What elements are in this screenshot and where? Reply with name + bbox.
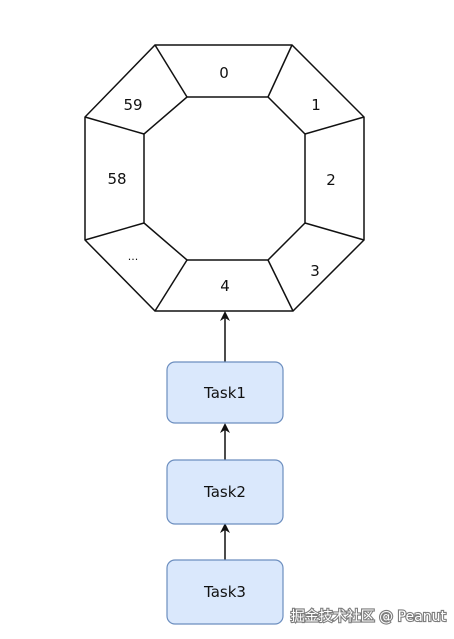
wheel-spoke [84,222,145,241]
wheel-spoke [154,259,188,312]
wheel-outer-octagon [84,44,365,312]
task-node-2: Task2 [166,459,284,525]
watermark-text: 掘金技术社区 @ Peanut [291,609,447,625]
wheel-spoke [154,44,188,98]
slot-label-59: 59 [123,96,142,114]
task-node-1: Task1 [166,361,284,424]
wheel-spoke [267,259,294,312]
slot-label-1: 1 [311,96,321,114]
time-wheel: 0 1 2 3 4 ... 58 59 [84,44,365,312]
wheel-spoke [304,222,365,241]
slot-label-4: 4 [220,277,230,295]
slot-label-2: 2 [326,171,336,189]
slot-label-58: 58 [107,170,126,188]
task-node-3: Task3 [166,559,284,625]
wheel-spoke [84,116,145,135]
watermark: 掘金技术社区 @ Peanut [290,608,448,626]
wheel-spoke [304,116,365,135]
slot-label-3: 3 [310,262,320,280]
slot-label-ellipsis: ... [128,250,139,263]
slot-label-0: 0 [219,64,229,82]
task-label: Task1 [203,384,246,402]
task-label: Task3 [203,583,246,601]
wheel-inner-octagon [143,96,306,261]
wheel-spoke [267,44,293,98]
task-label: Task2 [203,483,246,501]
